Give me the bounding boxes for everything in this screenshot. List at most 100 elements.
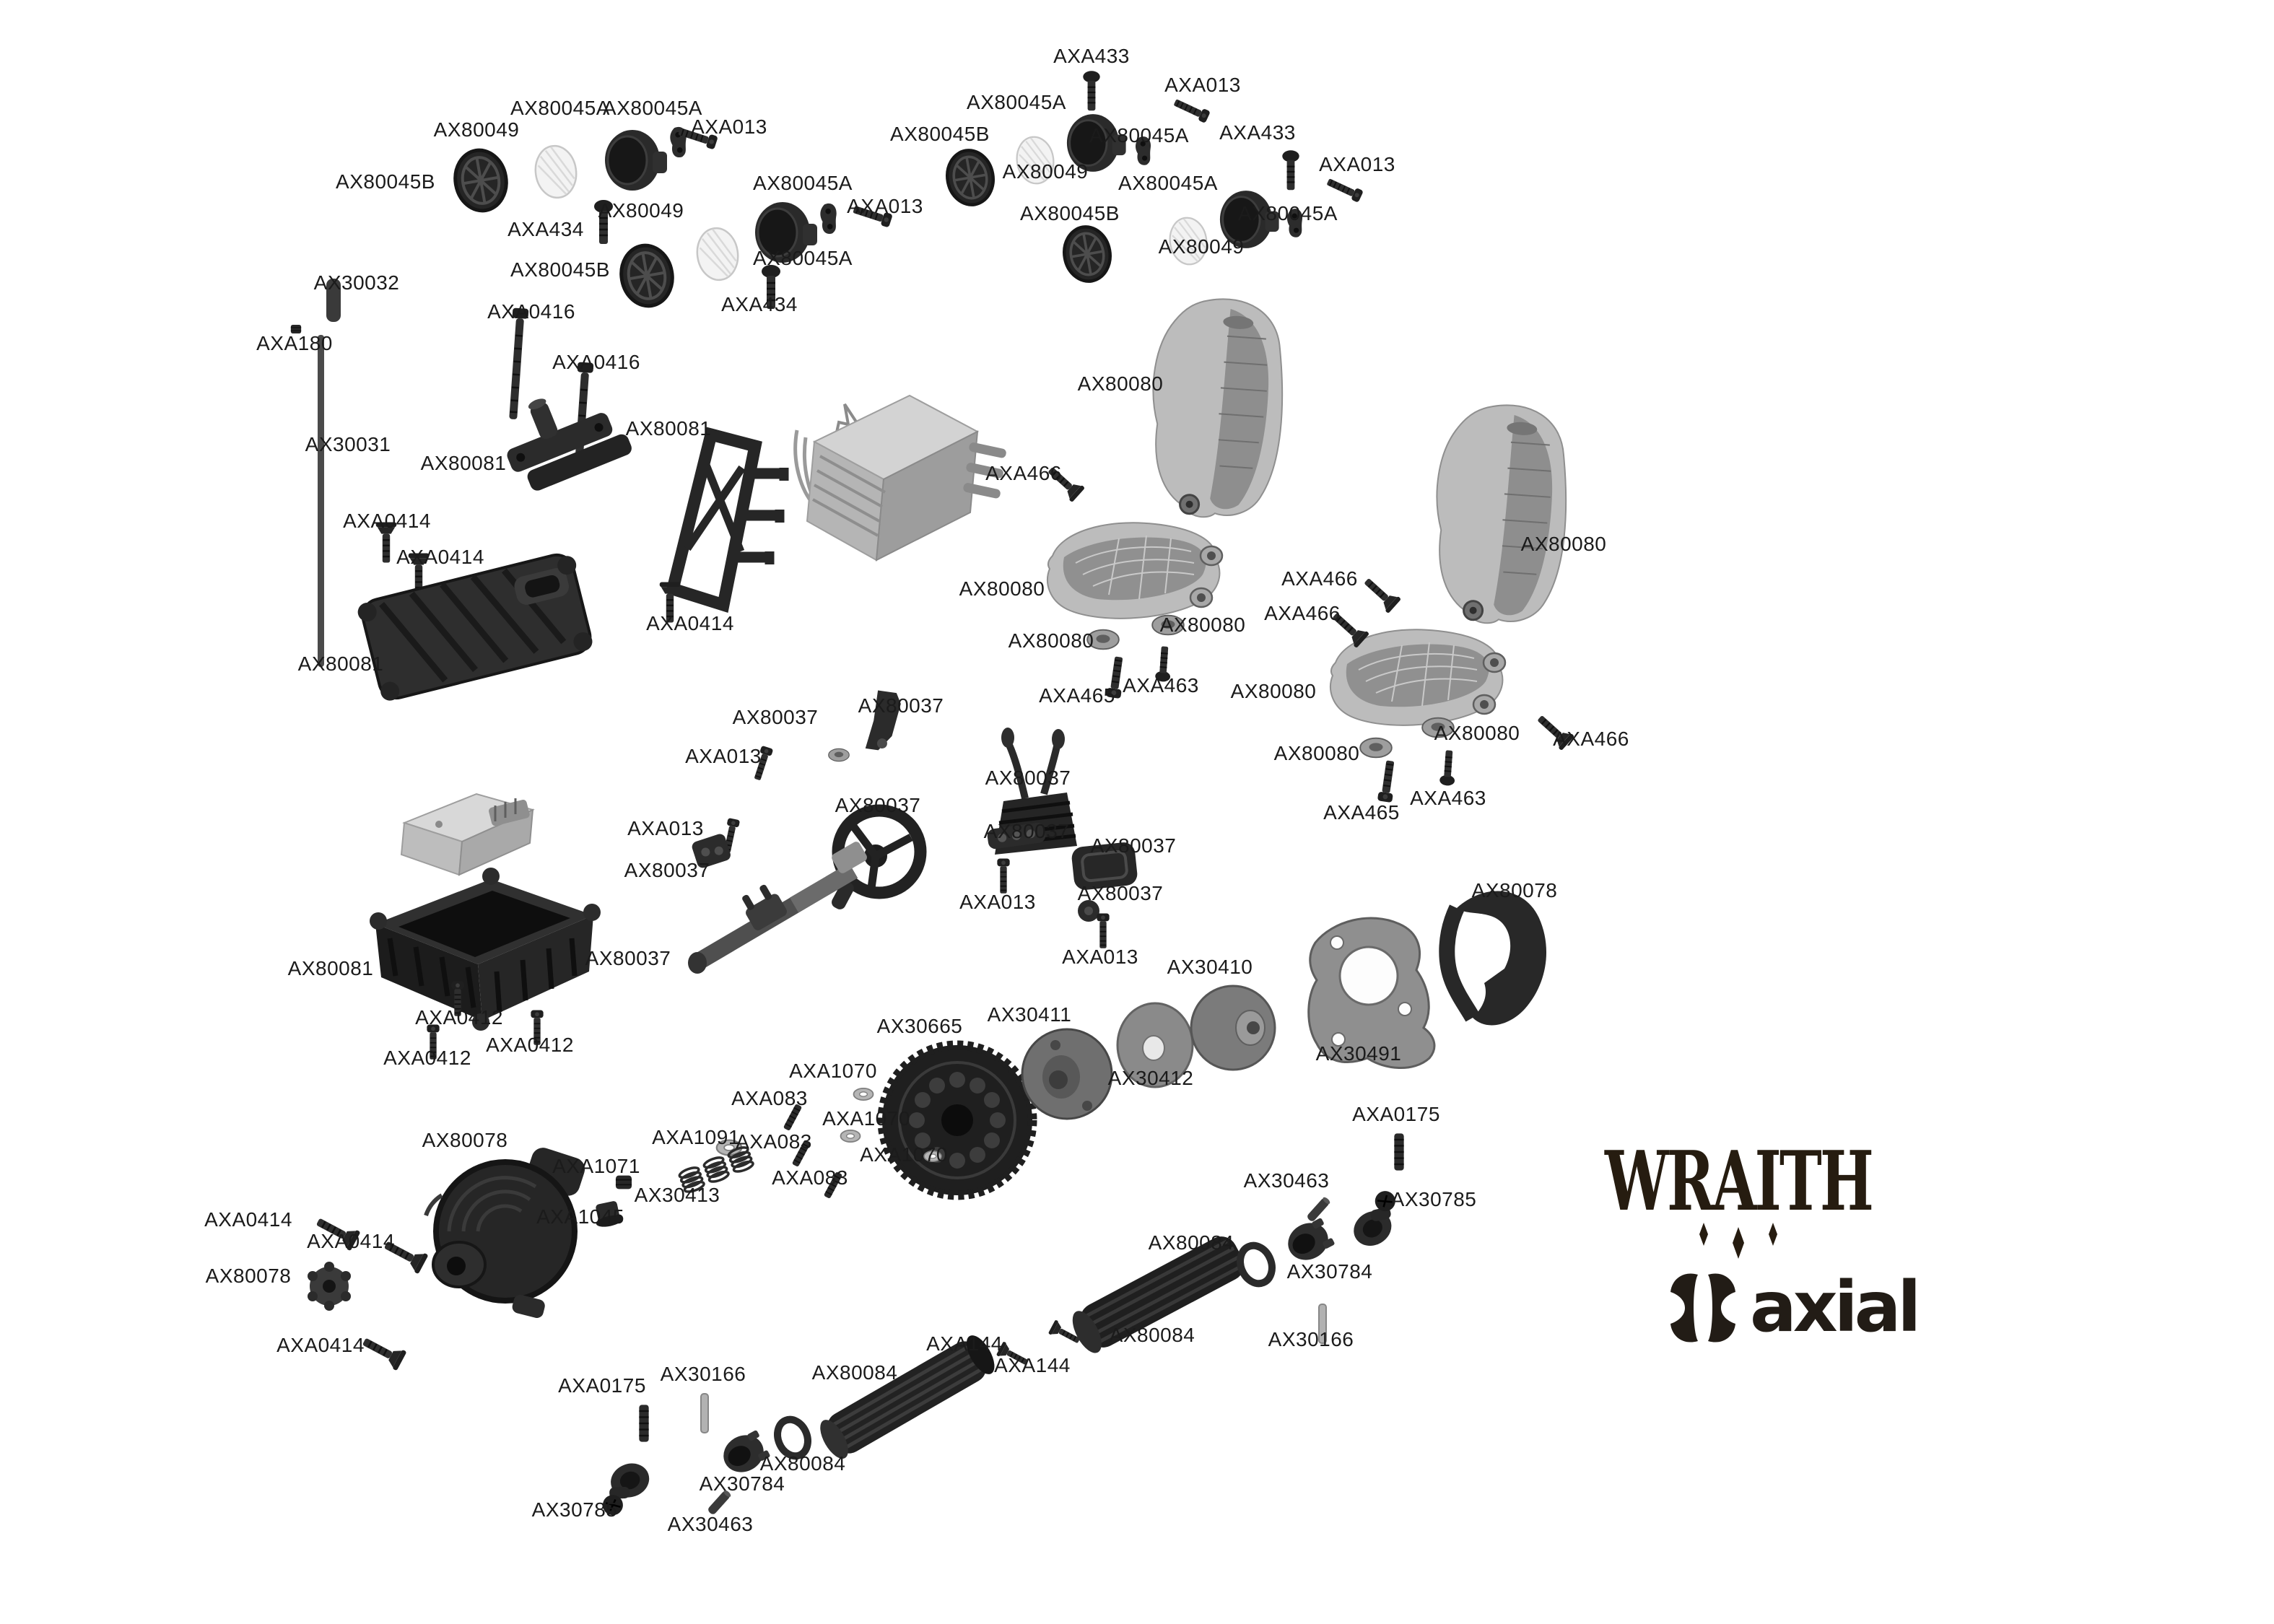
transmission-case [424, 1148, 585, 1318]
drive-ring [1237, 1241, 1276, 1288]
shifter-boot [1071, 842, 1138, 890]
wraith-logo-spikes [1699, 1223, 1777, 1259]
part-label: AX30463 [1243, 1169, 1330, 1192]
part-label: AXA1071 [552, 1155, 640, 1177]
part-label: AXA013 [1062, 946, 1138, 968]
part-label: AX80045B [336, 170, 435, 193]
part-label: AXA0416 [552, 351, 640, 373]
part-label: AX30412 [1107, 1067, 1194, 1089]
part-label: AX80045A [1238, 202, 1338, 224]
part-label: AX80084 [1109, 1324, 1195, 1346]
part-label: AXA0414 [276, 1334, 365, 1356]
part-label: AX80080 [1520, 533, 1607, 555]
part-label: AX80080 [1434, 722, 1520, 744]
part-label: AXA0175 [558, 1374, 646, 1397]
column-clamp [692, 834, 731, 868]
part-label: AX80045A [510, 97, 610, 119]
part-label: AX80045A [753, 172, 853, 194]
part-label: AXA1070 [860, 1143, 948, 1166]
part-label: AX30784 [1286, 1260, 1373, 1283]
part-label: AX80081 [420, 452, 507, 474]
part-label: AX80081 [297, 652, 384, 675]
part-label: AX80037 [624, 859, 710, 881]
part-label: AX80081 [287, 957, 374, 979]
part-label: AXA1045 [536, 1205, 624, 1228]
flanged-nut-axa1045 [596, 1201, 624, 1227]
part-label: AX80078 [205, 1265, 292, 1287]
transmission-cam [308, 1262, 351, 1311]
part-label: AX80080 [1159, 614, 1246, 636]
part-label: AX80037 [732, 706, 819, 728]
shifter-gate-plate [987, 822, 1046, 850]
part-label: AX30491 [1315, 1042, 1402, 1065]
part-label: AXA466 [1264, 602, 1341, 624]
part-label: AX30413 [634, 1184, 720, 1206]
part-label: AXA0414 [307, 1230, 395, 1252]
part-label: AX80080 [959, 577, 1045, 600]
part-label: AX30463 [667, 1513, 754, 1535]
wraith-logo: WRAITH [1604, 1133, 1874, 1259]
slipper-pad [1116, 1002, 1194, 1088]
gear-guard [1439, 891, 1547, 1026]
axial-logo: axial [1670, 1267, 1921, 1348]
part-label: AXA433 [1053, 45, 1130, 67]
part-label: AXA1091 [652, 1126, 740, 1148]
driveshaft-right [1072, 1236, 1245, 1353]
part-label: AXA013 [1164, 74, 1241, 96]
part-label: AX80049 [433, 118, 520, 141]
receiver-box-lid [357, 553, 593, 701]
steering-column-shaft [688, 842, 867, 974]
part-label: AX80037 [858, 694, 944, 717]
part-label: AXA0414 [646, 612, 734, 634]
wraith-logo-text: WRAITH [1604, 1133, 1872, 1229]
part-label: AX80045A [753, 247, 853, 269]
part-label: AX30785 [531, 1498, 618, 1521]
part-label: AX80049 [1002, 160, 1089, 183]
part-label: AX30784 [699, 1472, 785, 1495]
part-label: AX80037 [1077, 882, 1164, 904]
drive-ring [774, 1415, 811, 1460]
part-label: AXA0414 [396, 546, 484, 568]
part-label: AXA0412 [415, 1006, 503, 1029]
part-label: AXA466 [1281, 567, 1358, 590]
screw-axa0416 [509, 307, 529, 419]
receiver-unit [400, 793, 535, 876]
part-label: AX80080 [1077, 372, 1164, 395]
part-label: AX80078 [422, 1129, 508, 1151]
part-label: AXA083 [736, 1130, 812, 1153]
part-label: AXA180 [256, 332, 333, 354]
part-label: AXA083 [731, 1087, 808, 1109]
part-label: AX80045A [1118, 172, 1218, 194]
part-label: AXA465 [1323, 801, 1400, 824]
part-label: AX30411 [987, 1003, 1072, 1026]
part-label: AX80080 [1008, 629, 1094, 652]
part-label: AXA0412 [486, 1034, 574, 1056]
part-label: AX80080 [1273, 742, 1360, 764]
chassis-brace [665, 427, 789, 613]
part-label: AXA0416 [487, 300, 575, 323]
esc-unit [793, 394, 1006, 562]
part-label: AXA1070 [822, 1107, 910, 1130]
slipper-plate-outer [1190, 985, 1276, 1071]
shifter-knob [1078, 900, 1099, 922]
part-label: AXA466 [1553, 728, 1629, 750]
part-label: AX80045A [967, 91, 1066, 113]
part-label: AX30166 [1268, 1328, 1354, 1350]
part-label: AX80045B [890, 123, 990, 145]
part-label: AX80045A [1089, 124, 1189, 147]
part-label: AX80084 [759, 1452, 846, 1475]
part-label: AX80045B [510, 258, 610, 281]
part-label: AX80078 [1471, 879, 1558, 902]
part-label: AX80037 [983, 820, 1070, 842]
part-label: AX80045A [603, 97, 702, 119]
part-label: AXA083 [772, 1166, 848, 1189]
part-label: AXA0412 [383, 1047, 471, 1069]
part-label: AXA465 [1039, 684, 1115, 707]
part-label: AX80084 [811, 1361, 898, 1384]
part-label: AXA013 [691, 115, 767, 138]
part-label: AX80045B [1020, 202, 1120, 224]
part-label: AXA463 [1123, 674, 1199, 697]
part-label: AX80049 [598, 199, 684, 222]
